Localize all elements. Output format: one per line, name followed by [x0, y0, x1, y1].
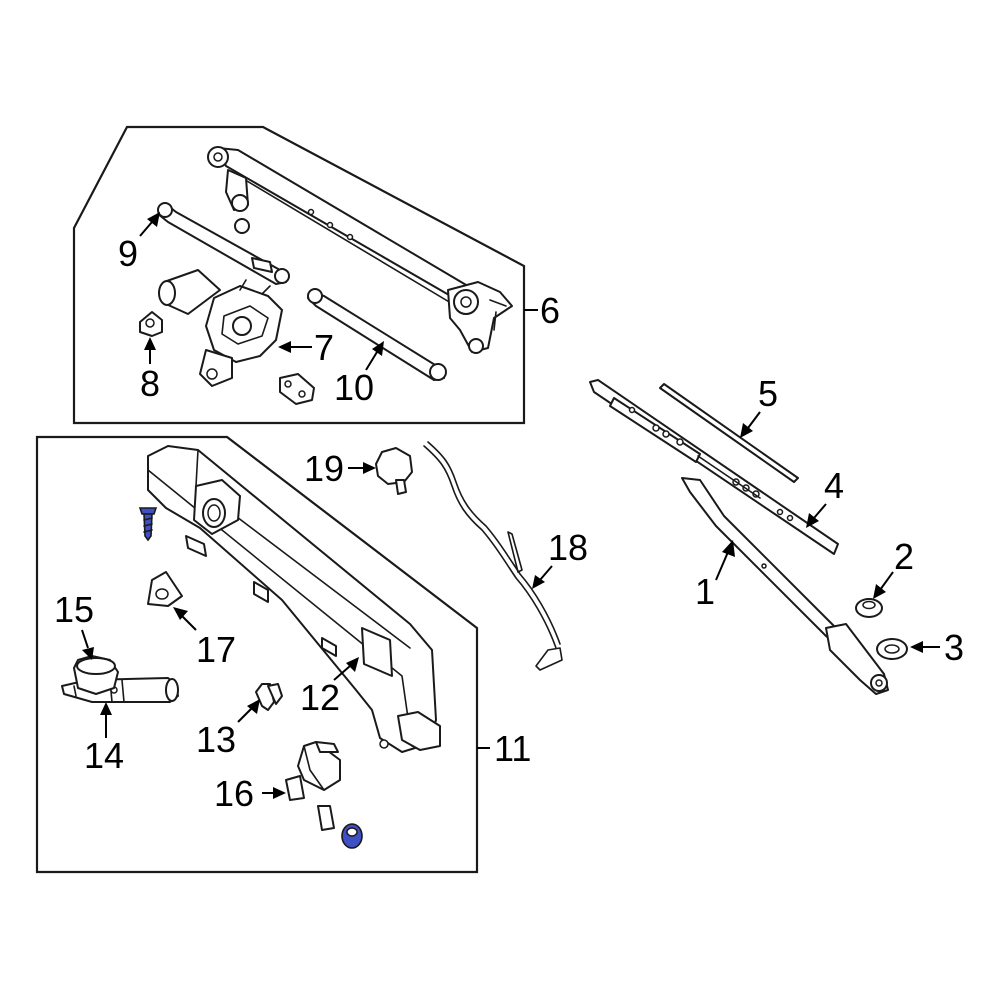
leader-1 — [715, 540, 735, 581]
callout-19: 19 — [304, 448, 344, 489]
leader-10 — [365, 341, 384, 371]
pump-grommet — [341, 823, 363, 849]
wiper-linkage-assembly — [207, 146, 513, 354]
leader-17 — [173, 607, 197, 631]
wiper-blade-4 — [589, 379, 839, 555]
blade-refill-5 — [659, 383, 799, 483]
callout-8: 8 — [140, 363, 160, 404]
callout-14: 14 — [84, 735, 124, 776]
callout-4: 4 — [824, 465, 844, 506]
callout-10: 10 — [334, 367, 374, 408]
callout-12: 12 — [300, 677, 340, 718]
callout-16: 16 — [214, 773, 254, 814]
link-rod-9 — [157, 202, 290, 285]
pump-cap-15 — [73, 655, 119, 695]
callout-3: 3 — [944, 627, 964, 668]
callout-2: 2 — [894, 536, 914, 577]
callout-5: 5 — [758, 373, 778, 414]
leader-9 — [139, 212, 160, 237]
grommet-8 — [139, 311, 163, 337]
washer-pump-16 — [285, 741, 341, 831]
wiper-arm-1 — [681, 477, 889, 695]
leader-3 — [910, 641, 940, 653]
leader-2 — [873, 571, 894, 599]
leader-13 — [237, 699, 260, 723]
washer-reservoir-12 — [147, 445, 441, 753]
washer-3 — [876, 638, 908, 660]
callout-7: 7 — [314, 327, 334, 368]
leader-5 — [740, 411, 761, 438]
callout-17: 17 — [196, 629, 236, 670]
callout-6: 6 — [540, 290, 560, 331]
leader-18 — [532, 565, 553, 589]
link-rod-10 — [307, 288, 447, 381]
callout-15: 15 — [54, 589, 94, 630]
leader-12 — [333, 657, 359, 681]
leader-16 — [262, 787, 286, 799]
callout-1: 1 — [695, 571, 715, 612]
callout-13: 13 — [196, 719, 236, 760]
wiper-motor-7 — [158, 269, 283, 387]
callout-11: 11 — [494, 728, 531, 769]
callout-9: 9 — [118, 233, 138, 274]
motor-bracket — [279, 373, 315, 405]
reservoir-screw — [138, 507, 158, 542]
leader-19 — [348, 462, 376, 474]
leader-8 — [144, 337, 156, 364]
leader-15 — [81, 629, 94, 660]
fitting-13 — [255, 683, 283, 711]
leader-7 — [278, 341, 312, 353]
nut-2 — [855, 598, 883, 618]
leader-14 — [100, 702, 112, 738]
washer-nozzle-19 — [375, 447, 413, 495]
reservoir-group-frame — [35, 435, 479, 874]
washer-hose-18 — [423, 441, 563, 671]
grommet-17 — [147, 571, 183, 607]
callout-18: 18 — [548, 527, 588, 568]
linkage-group-frame — [72, 125, 526, 425]
leader-4 — [806, 503, 827, 528]
